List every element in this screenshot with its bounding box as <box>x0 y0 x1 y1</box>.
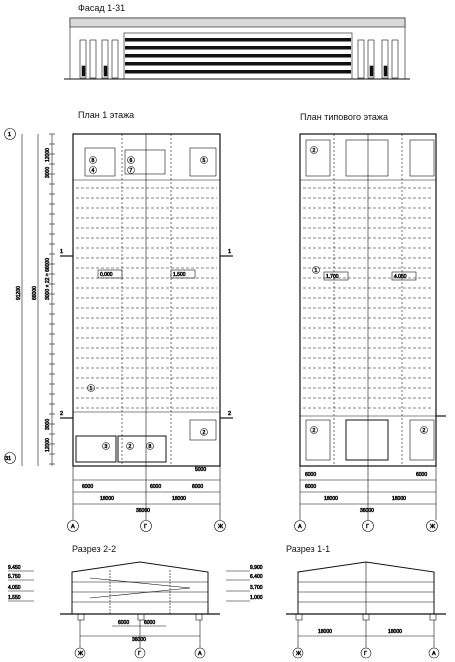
plan1-axis-row-1: 1 <box>8 132 11 138</box>
facade-ribbon-windows <box>125 38 351 74</box>
plan1-hdim-6: 36000 <box>136 508 150 514</box>
typ-hdim-1: 6000 <box>305 484 316 490</box>
typ-elev-1: 4.050 <box>394 274 407 280</box>
s22-axis-0: Ж <box>78 651 83 657</box>
plan1-dimension-ticks <box>49 133 55 465</box>
plan1-axis-g: Г <box>144 524 147 530</box>
plan1-dim-total: 91200 <box>16 286 22 300</box>
plan1-cut-2-left: 2 <box>60 411 63 417</box>
axis-bubble-row-1 <box>4 128 16 140</box>
facade-left-stair <box>79 39 119 79</box>
axis-bubble-a <box>67 520 79 532</box>
typ-axis-a: А <box>298 524 302 530</box>
s11-axis-1: Г <box>364 651 367 657</box>
s22-dim-2: 36000 <box>132 637 146 643</box>
s11-dim-1: 18000 <box>388 629 402 635</box>
section11-title: Разрез 1-1 <box>286 544 331 554</box>
s22-level-2: 4.050 <box>8 585 21 591</box>
plan1-axis-row-31: 31 <box>5 456 11 462</box>
typ-axis-g: Г <box>366 524 369 530</box>
plan1-hdim-3: 6000 <box>192 484 203 490</box>
plan1-room-9: 8 <box>149 444 152 450</box>
facade-right-stair <box>357 39 399 79</box>
typ-room-3: 2 <box>423 428 426 434</box>
plan1-elev-0: 0.000 <box>100 272 113 278</box>
typ-elev-0: 1.700 <box>326 274 339 280</box>
typ-axis-bubble-zh <box>426 520 438 532</box>
s11-dim-0: 18000 <box>318 629 332 635</box>
s11-level-3: 1.000 <box>250 595 263 601</box>
plan1-room-5: 1 <box>90 386 93 392</box>
typ-axis-bubble-g <box>362 520 374 532</box>
facade-title: Фасад 1-31 <box>78 3 126 13</box>
plan1-axis-a: А <box>71 524 75 530</box>
plan1-room-2: 7 <box>130 168 133 174</box>
typ-hdim-4: 18000 <box>392 496 406 502</box>
plan1-hdim-0: 5000 <box>195 467 206 473</box>
typ-hdim-2: 6000 <box>416 472 427 478</box>
plan-typical-title: План типового этажа <box>300 112 388 122</box>
s22-level-1: 5.750 <box>8 574 21 580</box>
plan1-dim-top-12000: 12000 <box>45 148 51 162</box>
axis-bubble-g <box>140 520 152 532</box>
plan1-drawing <box>4 128 233 532</box>
typ-hdim-3: 18000 <box>324 496 338 502</box>
s22-axis-1: Г <box>138 651 141 657</box>
plan1-hdim-5: 18000 <box>172 496 186 502</box>
section22-drawing <box>8 561 220 659</box>
plan1-dim-bot-12000: 12000 <box>45 438 51 452</box>
plan1-dim-66000: 66000 <box>32 286 38 300</box>
s11-axis-0: Ж <box>296 651 301 657</box>
plan1-room-8: 2 <box>129 444 132 450</box>
plan1-cut-1-left: 1 <box>60 249 63 255</box>
plan1-cut-1-right: 1 <box>228 249 231 255</box>
s22-dim-0: 6000 <box>118 620 129 626</box>
plan1-room-0: 8 <box>92 158 95 164</box>
plan1-elev-1: 1.500 <box>173 272 186 278</box>
axis-bubble-row-31 <box>4 452 16 464</box>
s11-level-0: 9.900 <box>250 565 263 571</box>
s22-dim-1: 6000 <box>144 620 155 626</box>
section11-drawing <box>286 561 446 659</box>
s22-axis-2: А <box>198 651 202 657</box>
plan1-title: План 1 этажа <box>78 110 135 120</box>
facade-elevation <box>64 17 410 80</box>
plan1-dim-bot-3000: 3000 <box>45 419 51 430</box>
typ-axis-bubble-a <box>294 520 306 532</box>
plan1-parking-stalls <box>76 187 217 409</box>
plan1-cut-2-right: 2 <box>228 411 231 417</box>
typ-hdim-0: 6000 <box>305 472 316 478</box>
plan1-axis-zh: Ж <box>218 524 223 530</box>
plan1-room-1: 6 <box>130 158 133 164</box>
typ-room-2: 2 <box>313 428 316 434</box>
plan1-dim-span: 3000 × 22 = 66000 <box>45 258 51 300</box>
s11-level-2: 3.700 <box>250 585 263 591</box>
plan1-hdim-1: 6000 <box>82 484 93 490</box>
plan1-room-3: 4 <box>92 168 95 174</box>
plan-typical-drawing <box>294 133 446 532</box>
plan1-room-7: 3 <box>105 444 108 450</box>
section22-title: Разрез 2-2 <box>72 544 117 554</box>
typ-axis-zh: Ж <box>430 524 435 530</box>
typ-room-1: 1 <box>315 268 318 274</box>
plan1-dim-top-3000: 3000 <box>45 167 51 178</box>
plan1-hdim-4: 18000 <box>100 496 114 502</box>
s11-level-1: 6.400 <box>250 574 263 580</box>
plan1-room-4: 5 <box>203 158 206 164</box>
axis-bubble-zh <box>214 520 226 532</box>
plan1-room-6: 2 <box>203 430 206 436</box>
typ-room-0: 2 <box>313 148 316 154</box>
s22-level-0: 9.450 <box>8 565 21 571</box>
plan-typical-parking-stalls <box>303 187 433 409</box>
section-level-marks-right <box>226 570 250 602</box>
plan1-hdim-2: 6000 <box>150 484 161 490</box>
typ-hdim-5: 36000 <box>360 508 374 514</box>
s22-level-3: 1.550 <box>8 595 21 601</box>
s11-axis-2: А <box>432 651 436 657</box>
